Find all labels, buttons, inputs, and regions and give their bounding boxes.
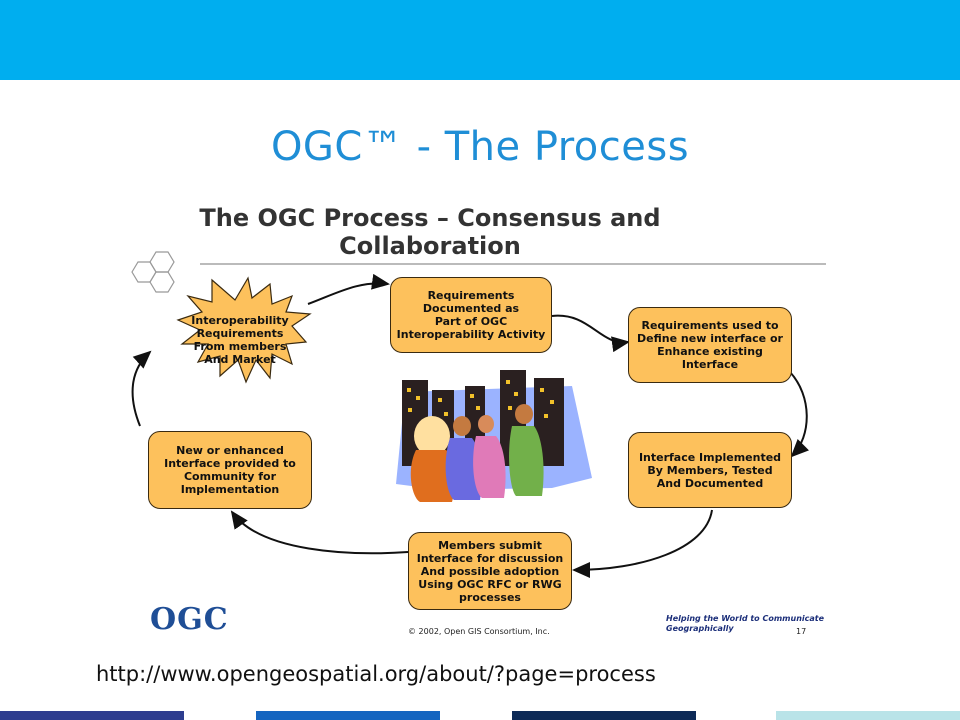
diagram-graphics	[131, 251, 826, 578]
bottom-bar-segment-4	[776, 711, 960, 720]
step-members-submit: Members submit Interface for discussion …	[408, 532, 572, 610]
ogc-logo: OGC	[150, 602, 229, 637]
diagram-title: The OGC Process – Consensus and Collabor…	[120, 204, 740, 260]
hexagon-decoration	[131, 251, 175, 293]
arrow-step2-to-step3	[789, 371, 809, 458]
arrow-step4-to-step5	[230, 510, 409, 555]
step-interface-implemented: Interface Implemented By Members, Tested…	[628, 432, 792, 508]
top-banner	[0, 0, 960, 80]
bottom-bar-segment-1	[0, 711, 184, 720]
arrow-step1-to-step2	[551, 314, 630, 353]
step-requirements-used: Requirements used to Define new interfac…	[628, 307, 792, 383]
page-number: 17	[796, 627, 807, 636]
diagram-title-line2: Collaboration	[339, 232, 521, 260]
arrow-step3-to-step4	[572, 509, 713, 578]
arrow-burst-to-step1	[307, 273, 390, 305]
copyright-note: © 2002, Open GIS Consortium, Inc.	[408, 627, 550, 636]
bottom-bar-segment-3	[512, 711, 696, 720]
bottom-bar-segment-2	[256, 711, 440, 720]
requirements-burst	[176, 276, 312, 384]
burst-label: Interoperability Requirements From membe…	[191, 314, 289, 366]
slide-title: OGC™ - The Process	[270, 124, 690, 170]
diagram-title-line1: The OGC Process – Consensus and	[199, 204, 661, 232]
tagline: Helping the World to Communicate Geograp…	[666, 614, 825, 633]
process-diagram: The OGC Process – Consensus and Collabor…	[120, 200, 840, 650]
collaboration-clipart	[396, 370, 592, 502]
step-new-interface-provided: New or enhanced Interface provided to Co…	[148, 431, 312, 509]
source-url: http://www.opengeospatial.org/about/?pag…	[96, 662, 656, 686]
step-requirements-documented: Requirements Documented as Part of OGC I…	[390, 277, 552, 353]
arrow-step5-to-burst	[131, 350, 152, 427]
